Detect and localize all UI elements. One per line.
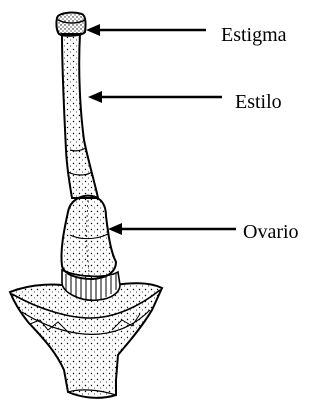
arrow-estigma	[86, 24, 206, 36]
ovary-drawing	[61, 196, 116, 279]
style-drawing	[62, 34, 98, 198]
stigma-drawing	[56, 13, 85, 36]
arrow-estilo	[88, 91, 222, 103]
arrow-ovario	[108, 223, 236, 235]
label-ovario: Ovario	[243, 222, 299, 242]
label-estigma: Estigma	[221, 25, 287, 45]
label-estilo: Estilo	[235, 92, 282, 112]
